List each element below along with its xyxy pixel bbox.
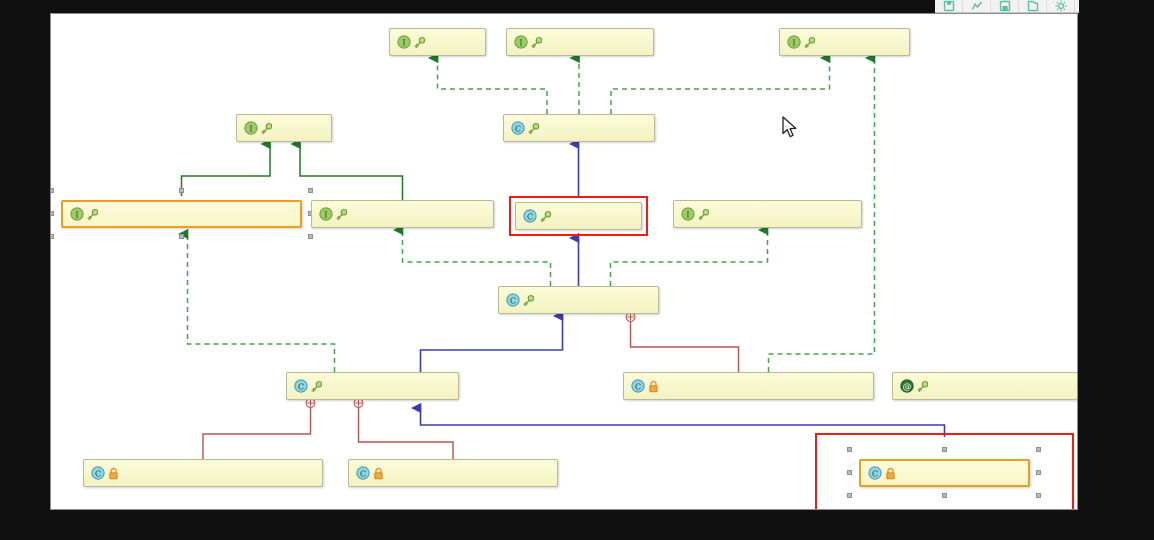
public-key-icon [528, 122, 539, 134]
settings-button[interactable] [1047, 0, 1075, 12]
interface-icon: I [244, 121, 258, 135]
public-key-icon [698, 208, 709, 220]
diagram-node-environmentcapable[interactable]: I [673, 200, 862, 228]
private-lock-icon [886, 467, 895, 479]
interface-icon: I [514, 35, 528, 49]
interface-icon: I [319, 207, 333, 221]
svg-text:C: C [527, 212, 533, 221]
private-lock-icon [374, 467, 383, 479]
class-icon: C [511, 121, 525, 135]
public-key-icon [414, 36, 425, 48]
svg-text:C: C [95, 469, 101, 478]
diagram-node-dispatcherservlet[interactable]: C [859, 459, 1030, 487]
diagram-node-suppresswarnings[interactable]: @ [892, 372, 1077, 400]
public-key-icon [917, 380, 928, 392]
diagram-node-environmentaware[interactable]: I [311, 200, 494, 228]
svg-text:C: C [510, 296, 516, 305]
svg-text:I: I [324, 210, 327, 219]
edge-frameworkservlet-httpservletbean [419, 310, 564, 372]
interface-icon: I [787, 35, 801, 49]
interface-icon: I [681, 207, 695, 221]
diagram-toolbar [935, 0, 1079, 13]
diagram-node-servletconfig[interactable]: I [506, 28, 654, 56]
edge-requestbindinginterceptor-innerclass [202, 398, 316, 459]
edge-frameworkservlet-applicationcontextaware [177, 228, 336, 372]
public-key-icon [540, 210, 551, 222]
public-key-icon [261, 122, 272, 134]
svg-text:C: C [872, 469, 878, 478]
private-lock-icon [109, 467, 118, 479]
diagram-node-httpservletbean[interactable]: C [498, 286, 659, 314]
open-button[interactable] [1019, 0, 1047, 12]
save-button[interactable] [991, 0, 1019, 12]
class-icon: C [294, 379, 308, 393]
diagram-node-servletconfigpropertyvalues[interactable]: C [623, 372, 874, 400]
class-icon: C [523, 209, 537, 223]
svg-text:I: I [402, 38, 405, 47]
public-key-icon [336, 208, 347, 220]
svg-text:I: I [686, 210, 689, 219]
public-key-icon [523, 294, 534, 306]
private-lock-icon [649, 380, 658, 392]
svg-text:C: C [298, 382, 304, 391]
edge-dispatcherservlet-frameworkservlet [410, 402, 946, 437]
diagram-edges [177, 52, 946, 459]
gear-icon [1055, 0, 1066, 11]
public-key-icon [804, 36, 815, 48]
edge-environmentaware-aware [290, 138, 404, 200]
diagram-node-serializable[interactable]: I [779, 28, 910, 56]
diagram-node-frameworkservlet[interactable]: C [286, 372, 459, 400]
diagram-node-contextrefreshlistener[interactable]: C [348, 459, 558, 487]
svg-text:C: C [635, 382, 641, 391]
class-icon: C [631, 379, 645, 393]
diagram-node-requestbindinginterceptor[interactable]: C [83, 459, 323, 487]
edge-httpservletbean-environmentaware [392, 224, 552, 286]
svg-text:I: I [75, 210, 78, 219]
public-key-icon [87, 208, 98, 220]
diagram-node-servlet[interactable]: I [389, 28, 486, 56]
svg-text:I: I [792, 38, 795, 47]
edge-genericservlet-servlet [427, 52, 548, 114]
edge-genericservlet-serializable [610, 52, 831, 114]
public-key-icon [311, 380, 322, 392]
class-icon: C [356, 466, 370, 480]
diagram-node-httpservlet[interactable]: C [515, 202, 642, 230]
svg-text:C: C [515, 124, 521, 133]
layout-button[interactable] [963, 0, 991, 12]
svg-text:I: I [249, 124, 252, 133]
edge-httpservletbean-environmentcapable [609, 224, 769, 286]
graph-layout-icon [971, 1, 982, 10]
open-folder-icon [1027, 0, 1038, 11]
diagram-node-applicationcontextaware[interactable]: I [61, 200, 302, 228]
annotation-icon: @ [900, 379, 914, 393]
public-key-icon [531, 36, 542, 48]
class-icon: C [91, 466, 105, 480]
edge-applicationcontextaware-aware [180, 138, 271, 196]
class-icon: C [506, 293, 520, 307]
svg-text:I: I [519, 38, 522, 47]
edge-servletconfigpropertyvalues-innerclass [625, 312, 740, 372]
edge-contextrefreshlistener-innerclass [353, 398, 454, 459]
diagram-node-aware[interactable]: I [236, 114, 332, 142]
diagram-node-genericservlet[interactable]: C [503, 114, 655, 142]
export-to-file-button[interactable] [935, 0, 963, 12]
save-image-icon [943, 0, 954, 11]
interface-icon: I [70, 207, 84, 221]
interface-icon: I [397, 35, 411, 49]
svg-text:@: @ [903, 382, 912, 392]
uml-diagram-canvas[interactable]: I I I I C I I C I C C C @ C C C [50, 13, 1078, 510]
class-icon: C [868, 466, 882, 480]
floppy-save-icon [999, 0, 1010, 11]
svg-text:C: C [360, 469, 366, 478]
